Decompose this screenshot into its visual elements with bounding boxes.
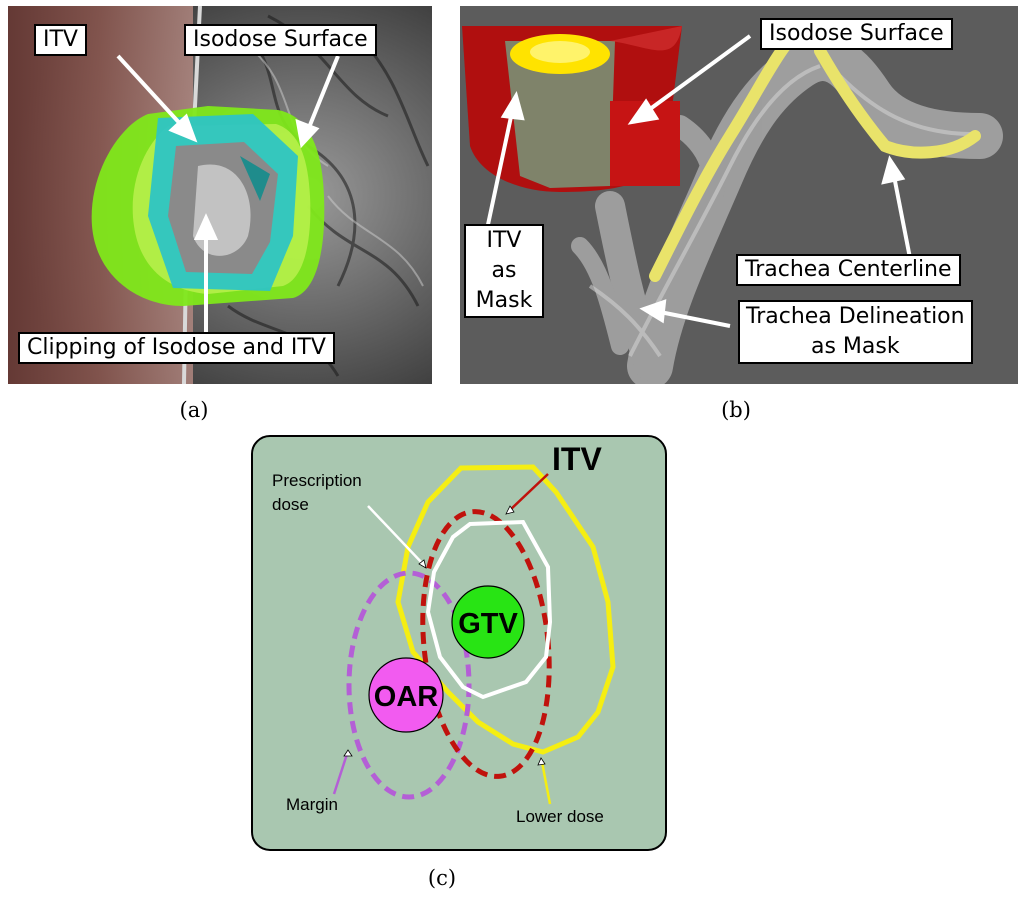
itv-pointer (509, 473, 549, 511)
annotation-arrows (116, 54, 340, 336)
prescription-pointer (367, 505, 424, 565)
panel-a-image: ITV Isodose Surface Clipping of Isodose … (8, 6, 432, 384)
lower-dose-contour (395, 464, 616, 755)
callout-itv-as-mask: ITV as Mask (464, 224, 544, 318)
margin-label: Margin (286, 795, 338, 814)
panel-b-image: Isodose Surface ITV as Mask Trachea Cent… (460, 6, 1018, 384)
callout-isodose-surface-b: Isodose Surface (760, 18, 953, 50)
annotation-arrows-b (484, 34, 912, 328)
oar-circle (368, 657, 444, 733)
margin-pointer (332, 753, 349, 795)
margin-contour (346, 570, 472, 800)
prescription-dose-contour (425, 519, 553, 700)
callout-clipping: Clipping of Isodose and ITV (18, 332, 335, 364)
lower-dose-pointer (540, 761, 552, 805)
lower-dose-label: Lower dose (516, 807, 604, 826)
callout-itv: ITV (34, 24, 87, 56)
itv-label: ITV (552, 441, 602, 477)
gtv-circle (451, 585, 525, 659)
itv-mask-shape (505, 41, 615, 188)
sublabel-a: (a) (179, 398, 209, 422)
callout-trachea-centerline: Trachea Centerline (736, 254, 961, 286)
gtv-label: GTV (458, 608, 518, 640)
trachea-centerline (649, 40, 981, 282)
sublabel-c: (c) (427, 866, 457, 890)
callout-isodose-surface: Isodose Surface (184, 24, 377, 56)
callout-trachea-delineation: Trachea Delineation as Mask (738, 300, 973, 364)
sublabel-b: (b) (721, 398, 751, 422)
oar-label: OAR (374, 681, 439, 713)
panel-a-render (8, 6, 432, 384)
